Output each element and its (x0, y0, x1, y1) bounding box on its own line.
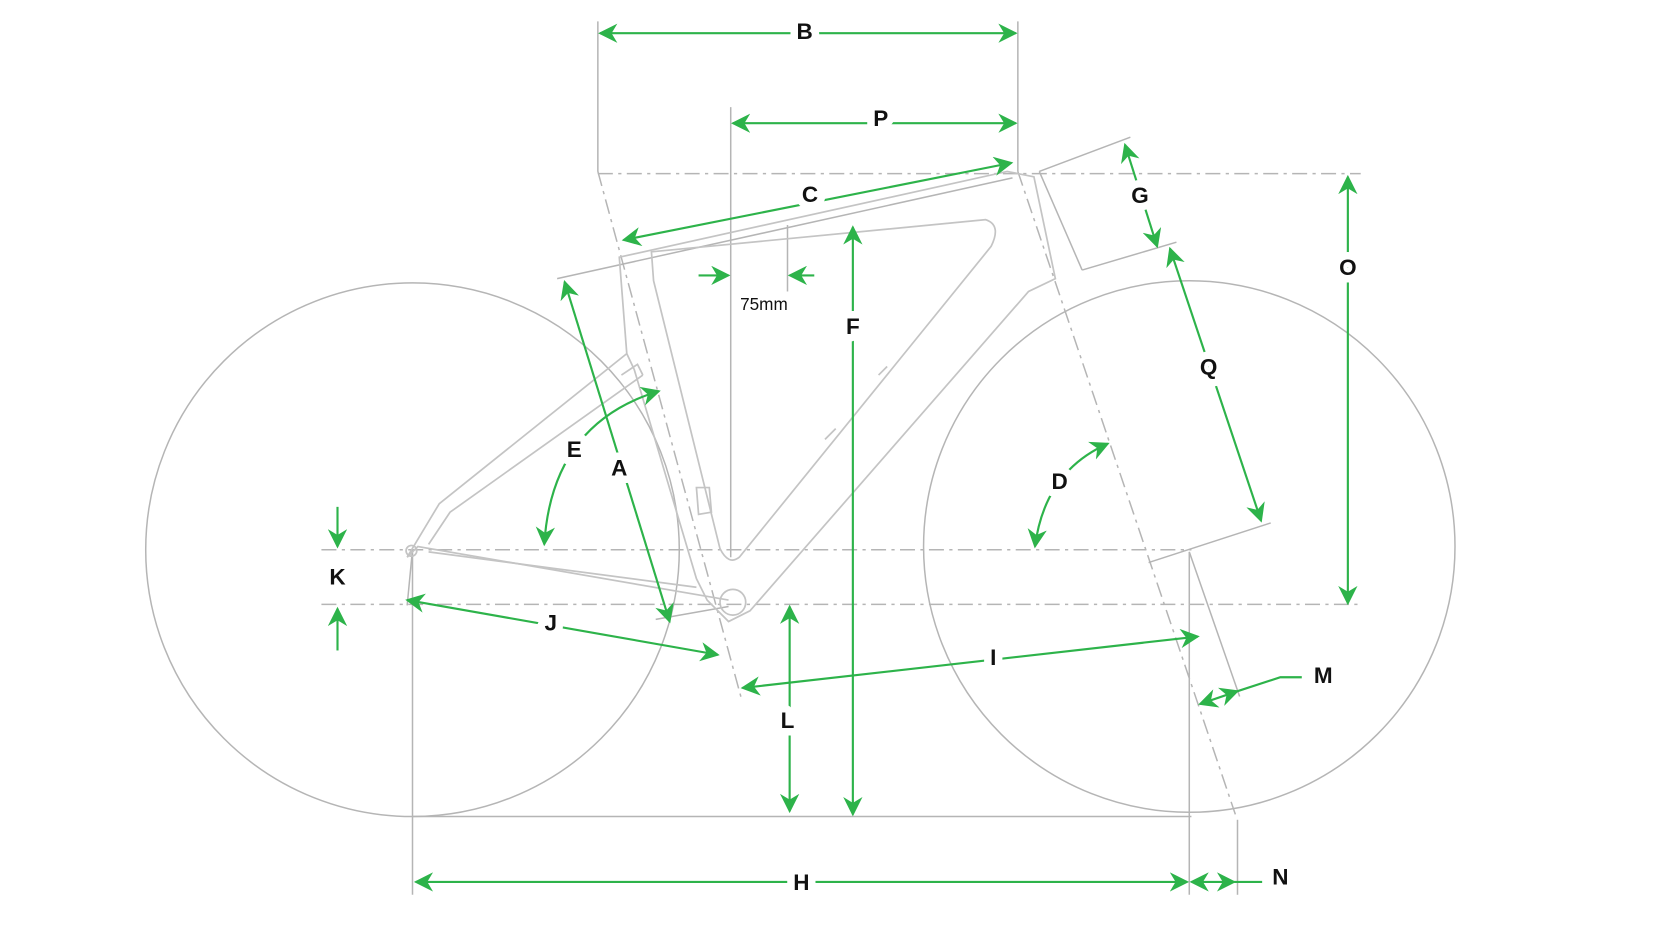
label-h: H (793, 870, 809, 895)
label-f: F (846, 314, 860, 339)
label-75mm: 75mm (740, 294, 788, 314)
label-q: Q (1200, 355, 1218, 380)
label-i: I (990, 645, 996, 670)
label-k: K (329, 565, 346, 590)
label-j: J (544, 611, 557, 636)
label-n: N (1272, 865, 1288, 890)
label-b: B (797, 19, 813, 44)
label-a: A (611, 455, 627, 480)
label-m: M (1314, 663, 1333, 688)
label-g: G (1131, 183, 1149, 208)
dimension-arrows (327, 23, 1358, 892)
label-o: O (1339, 255, 1357, 280)
label-c: C (802, 182, 818, 207)
label-d: D (1052, 469, 1068, 494)
reference-lines (321, 21, 1361, 895)
label-l: L (781, 708, 795, 733)
label-e: E (567, 437, 582, 462)
label-p: P (873, 106, 888, 131)
